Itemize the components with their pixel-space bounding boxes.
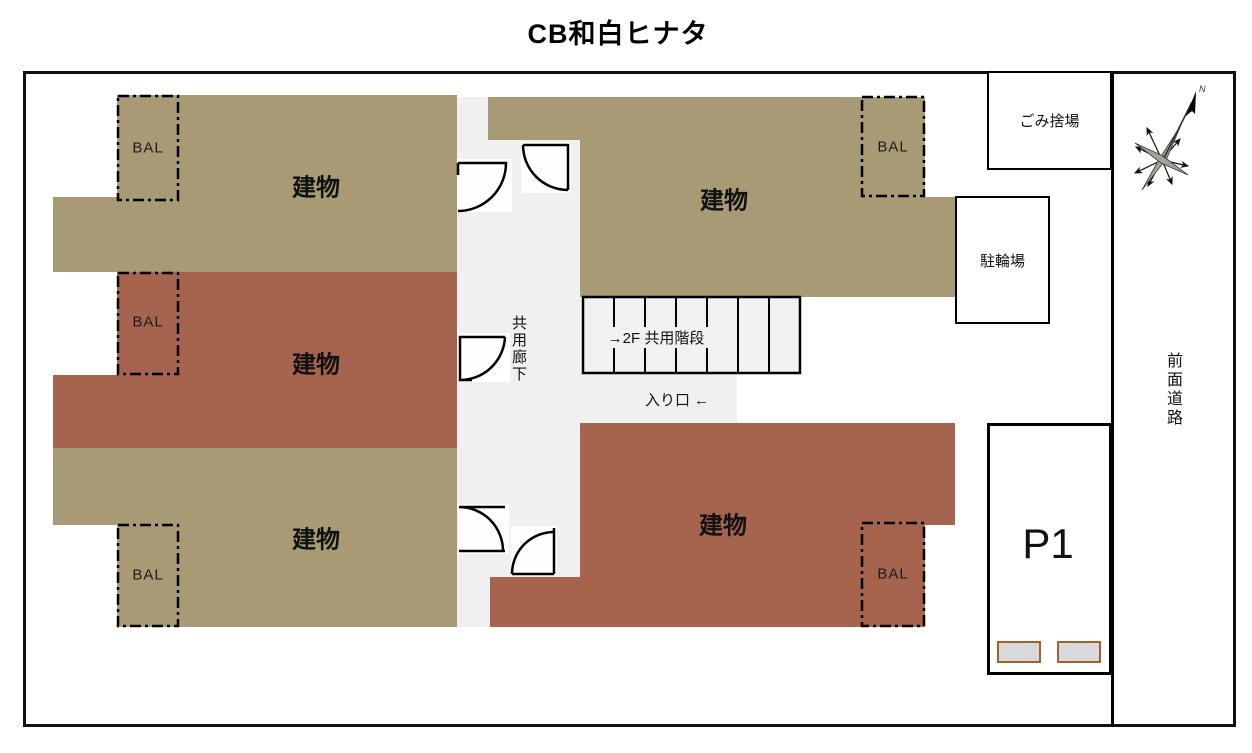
- building-tan-bottom-left-wing: [53, 448, 457, 525]
- building-red-bottom-right-notch: [490, 577, 580, 627]
- balcony-box-bottom-right: [860, 521, 926, 628]
- balcony-label-top-left: BAL: [132, 139, 164, 157]
- entrance-label: 入り口 ←: [645, 392, 710, 409]
- building-tan-top-right-wing: [925, 197, 955, 297]
- parking-space-box: [987, 423, 1112, 675]
- building-tan-top-right: [580, 97, 925, 297]
- stairs-label: →2F 共用階段: [586, 327, 726, 348]
- wheel-stop-left: [997, 641, 1041, 663]
- balcony-label-bottom-left: BAL: [132, 566, 164, 584]
- balcony-box-top-right: [860, 95, 926, 198]
- door-swing-icons: [456, 142, 571, 576]
- door-swing-icon-bottom-right: [510, 526, 557, 576]
- building-label-bottom-left: 建物: [292, 526, 340, 554]
- balcony-box-bottom-left: [116, 523, 180, 628]
- balcony-box-top-left: [116, 94, 180, 202]
- door-swing-icon-bottom-left: [458, 504, 509, 554]
- wheel-stop-right: [1057, 641, 1101, 663]
- building-red-mid-left-wing: [53, 375, 457, 448]
- building-label-top-right: 建物: [700, 187, 748, 215]
- road-boundary-line: [1111, 71, 1114, 727]
- shared-corridor-label: 共用廊下: [510, 315, 527, 383]
- garbage-area-box: ごみ捨場: [987, 71, 1112, 170]
- balcony-label-mid-left: BAL: [132, 313, 164, 331]
- door-swing-icon-top-right: [521, 142, 571, 193]
- building-red-bottom-right-lower: [580, 525, 925, 627]
- bicycle-parking-box: 駐輪場: [955, 196, 1050, 324]
- door-swing-icon-middle-left: [458, 333, 510, 382]
- balcony-label-bottom-right: BAL: [877, 565, 909, 583]
- door-swing-icon-top-left: [456, 159, 512, 213]
- building-label-mid-left: 建物: [292, 351, 340, 379]
- building-tan-top-left-wing: [53, 197, 457, 272]
- bicycle-parking-label: 駐輪場: [979, 252, 1025, 270]
- balcony-box-mid-left: [116, 271, 180, 376]
- balcony-label-top-right: BAL: [877, 138, 909, 156]
- building-tan-top-right-strip: [488, 97, 580, 140]
- compass-icon: N: [1133, 84, 1206, 191]
- compass-north-label: N: [1199, 84, 1206, 94]
- building-label-top-left: 建物: [292, 174, 340, 202]
- corridor-entrance-strip: [580, 373, 737, 423]
- building-label-bottom-right: 建物: [699, 512, 747, 540]
- front-road-label: 前面道路: [1164, 352, 1181, 428]
- building-red-bottom-right-upper: [580, 423, 955, 525]
- parking-space-label: P1: [1022, 520, 1074, 567]
- garbage-area-label: ごみ捨場: [1019, 113, 1080, 130]
- page-title: CB和白ヒナタ: [527, 19, 709, 49]
